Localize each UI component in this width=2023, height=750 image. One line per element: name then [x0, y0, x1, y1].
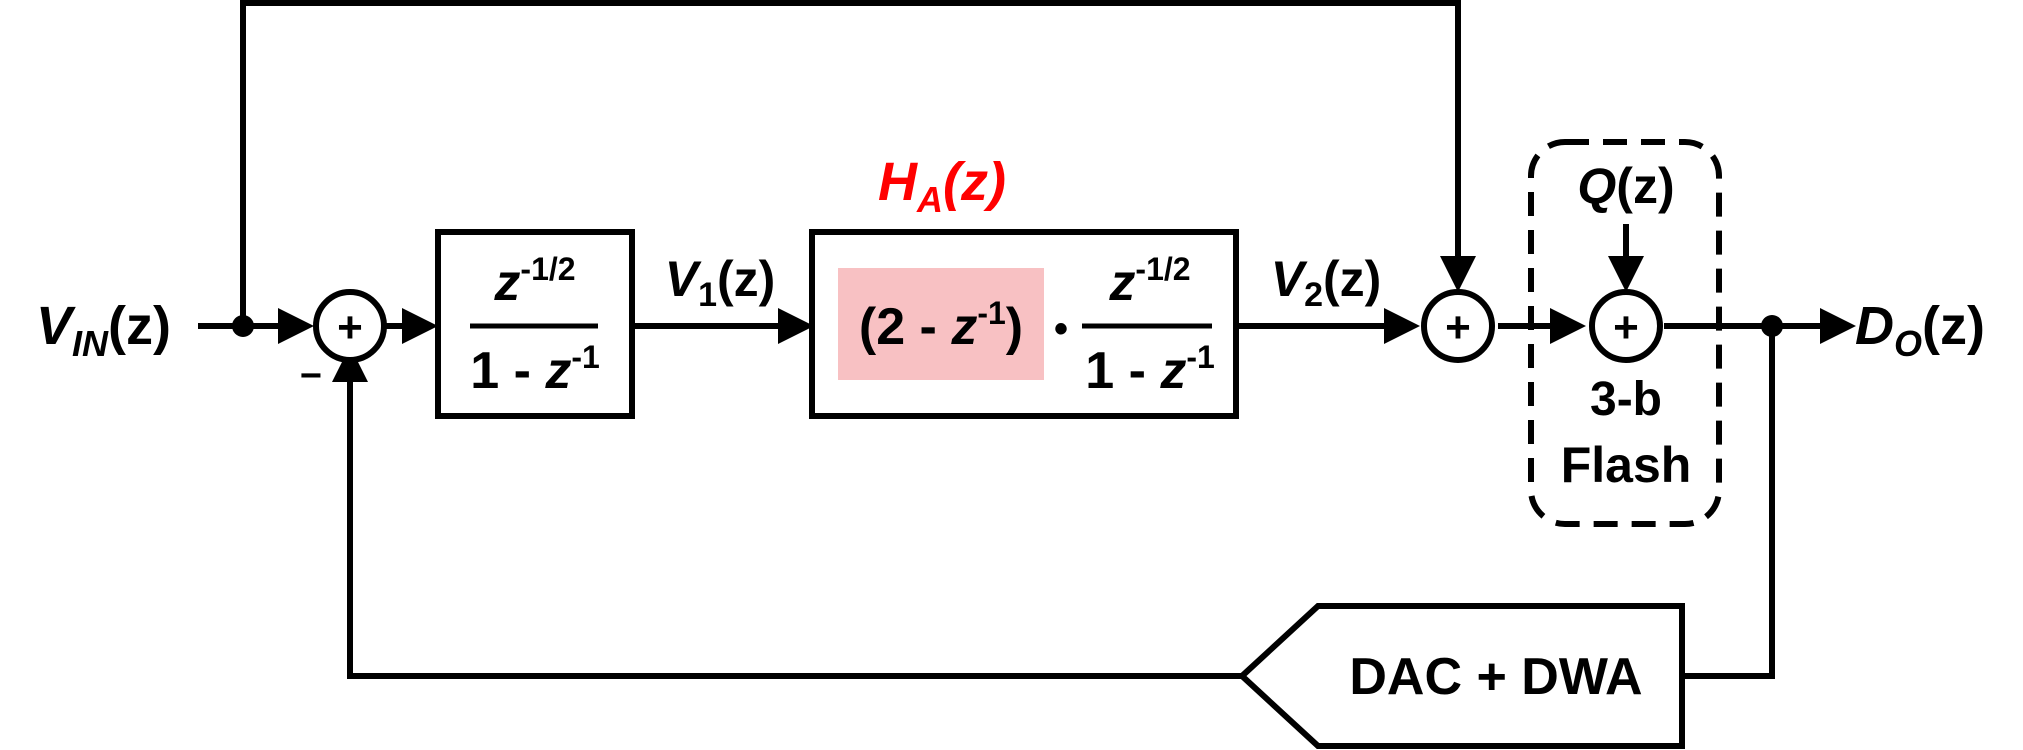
- integrator-1-numerator: z-1/2: [493, 251, 575, 312]
- summing-node-3: +: [1589, 289, 1663, 363]
- ha-highlight: [838, 268, 1044, 380]
- feedback-return-wire: [332, 346, 1242, 679]
- feedforward-wire: [240, 0, 1476, 326]
- quantizer-label-line1: 3-b: [1590, 373, 1662, 426]
- dac-label: DAC + DWA: [1349, 648, 1642, 706]
- summing-node-2: +: [1421, 289, 1495, 363]
- integrator-2-denominator: 1 - z-1: [1085, 339, 1215, 400]
- quantizer-label-line2: Flash: [1561, 437, 1692, 493]
- sum3-plus-icon: +: [1613, 303, 1639, 352]
- sum1-minus-sign: −: [300, 355, 322, 397]
- integrator-1-denominator: 1 - z-1: [470, 339, 600, 400]
- quantization-noise-label: Q(z): [1577, 158, 1674, 214]
- ha-label: HA(z): [878, 152, 1006, 220]
- v2-label: V2(z): [1271, 251, 1382, 314]
- sum1-plus-icon: +: [337, 303, 363, 352]
- integrator-2-numerator: z-1/2: [1108, 251, 1190, 312]
- input-label: VIN(z): [36, 296, 171, 364]
- output-label: DO(z): [1855, 296, 1985, 364]
- output-junction-dot: [1761, 315, 1783, 337]
- v1-label: V1(z): [665, 251, 776, 314]
- sum2-plus-icon: +: [1445, 303, 1471, 352]
- dac-block: [1237, 603, 1685, 749]
- summing-node-1: +: [313, 289, 387, 363]
- input-junction-dot: [232, 315, 254, 337]
- quantizer-box: [1528, 139, 1722, 527]
- ha-factor: (2 - z-1): [859, 295, 1023, 356]
- multiply-dot: •: [1054, 307, 1068, 351]
- feedback-tap-wire: [1682, 326, 1775, 679]
